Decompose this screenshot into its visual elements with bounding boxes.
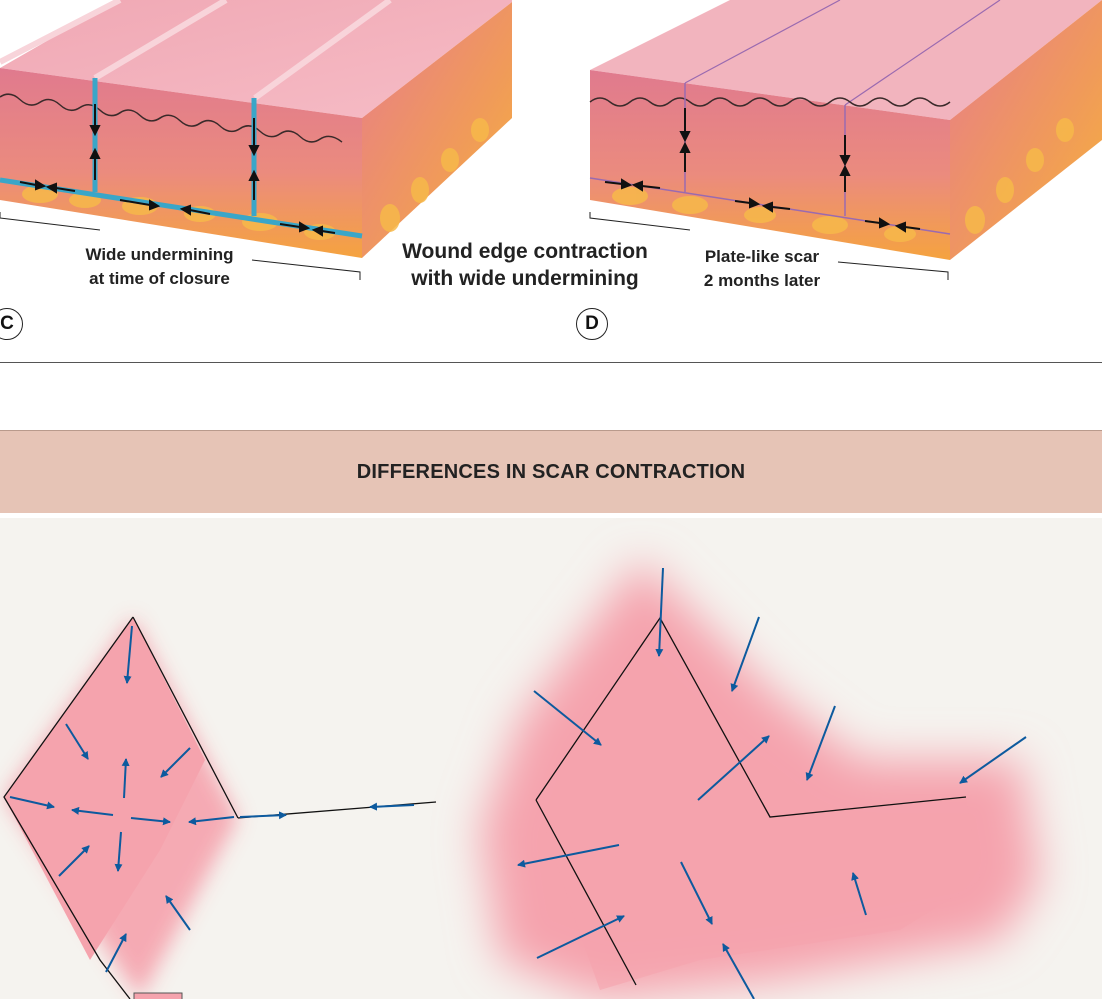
- arrow: [65, 723, 89, 760]
- arrow: [536, 915, 625, 959]
- bracket-d-right: [837, 261, 949, 280]
- arrow: [105, 933, 127, 973]
- arrow: [188, 816, 235, 826]
- label-d: D: [576, 308, 608, 340]
- caption-center-line1: Wound edge contraction: [402, 240, 648, 263]
- block-c-arrows: [19, 104, 336, 237]
- arrow: [851, 872, 867, 916]
- arrow: [697, 735, 770, 801]
- caption-center: Wound edge contraction with wide undermi…: [383, 238, 667, 292]
- block-c-top-surface: [0, 0, 512, 118]
- caption-d: Plate-like scar 2 months later: [676, 245, 848, 293]
- block-d-fat-lobules: [612, 118, 1074, 242]
- arrow: [160, 747, 191, 778]
- star-outline-upper: [535, 616, 967, 818]
- caption-d-line2: 2 months later: [703, 271, 821, 290]
- bracket-d-left: [589, 212, 691, 231]
- section-title: DIFFERENCES IN SCAR CONTRACTION: [356, 460, 746, 483]
- top-illustration-panel: Wide undermining at time of closure Woun…: [0, 0, 1102, 362]
- section-divider: [0, 362, 1102, 363]
- arrow: [959, 736, 1027, 784]
- block-d-side: [950, 0, 1102, 260]
- arrow: [722, 943, 755, 999]
- block-c-front: [0, 68, 362, 258]
- arrow: [58, 845, 90, 877]
- block-d: [589, 0, 1102, 280]
- bracket-c-left: [0, 212, 101, 231]
- diamond-outline: [3, 616, 239, 999]
- arrow: [655, 567, 664, 657]
- block-c-wavy-junction: [0, 93, 343, 143]
- arrow: [533, 690, 602, 746]
- section-title-band: DIFFERENCES IN SCAR CONTRACTION: [0, 430, 1102, 513]
- diamond-core-fill: [4, 617, 205, 960]
- contraction-arrows: [9, 567, 1027, 999]
- star-core-fill: [536, 618, 980, 990]
- scar-line-top-2: [844, 0, 1001, 106]
- skin-block-illustrations: [0, 0, 1102, 280]
- arrow: [369, 802, 415, 811]
- block-c-ridges: [0, 0, 392, 101]
- scar-contraction-panel: [0, 518, 1102, 999]
- block-c-side: [362, 2, 512, 258]
- bracket-c-right: [251, 259, 361, 280]
- arrow: [130, 817, 171, 826]
- arrow: [123, 625, 133, 684]
- caption-c: Wide undermining at time of closure: [62, 243, 257, 291]
- caption-c-line2: at time of closure: [89, 269, 230, 288]
- star-outline-lower: [535, 799, 637, 986]
- scar-contraction-diagram: [3, 560, 1040, 999]
- scar-line-top-1: [684, 0, 841, 84]
- arrow: [165, 895, 191, 931]
- star-scar: [480, 560, 1040, 999]
- legend-swatch: [133, 992, 183, 999]
- arrow: [730, 616, 760, 692]
- diamond-scar: [3, 616, 437, 999]
- arrow: [517, 844, 620, 868]
- block-d-front: [590, 70, 950, 260]
- caption-d-line1: Plate-like scar: [704, 247, 820, 266]
- caption-center-line2: with wide undermining: [411, 267, 639, 290]
- block-d-top-surface: [590, 0, 1102, 120]
- arrow: [71, 806, 114, 816]
- block-d-arrows: [604, 108, 921, 233]
- arrow: [114, 831, 123, 872]
- block-c: [0, 0, 512, 280]
- block-d-wavy-junction: [589, 97, 951, 107]
- label-c: C: [0, 308, 23, 340]
- arrow: [805, 705, 836, 781]
- arrow: [680, 861, 713, 925]
- caption-c-line1: Wide undermining: [85, 245, 234, 264]
- arrow: [9, 796, 55, 810]
- arrow: [239, 811, 287, 820]
- arrow: [121, 758, 130, 799]
